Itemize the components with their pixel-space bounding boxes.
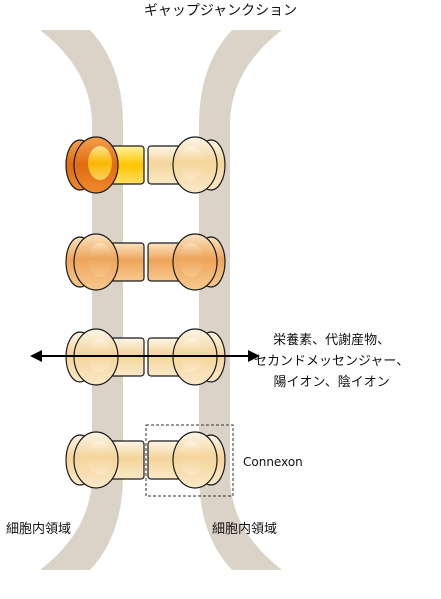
connexon-label: Connexon <box>243 455 303 469</box>
left-membrane <box>40 30 123 570</box>
connexon-right-2 <box>147 233 226 291</box>
connexon-channels <box>65 136 226 489</box>
arrow-head-left <box>30 350 42 362</box>
transport-line-3: 陽イオン、陰イオン <box>273 375 390 390</box>
connexon-right-1 <box>147 136 226 194</box>
intracellular-label-left: 細胞内領域 <box>6 522 72 537</box>
transport-molecules-label: 栄養素、代謝産物、 セカンドメッセンジャー、 陽イオン、陰イオン <box>254 330 409 393</box>
connexon-left-1 <box>65 136 145 194</box>
transport-line-1: 栄養素、代謝産物、 <box>273 333 391 348</box>
connexon-left-2 <box>65 233 145 291</box>
page-title: ギャップジャンクション <box>143 3 298 19</box>
transport-line-2: セカンドメッセンジャー、 <box>254 354 410 369</box>
connexon-highlight-box <box>145 424 234 497</box>
intracellular-label-right: 細胞内領域 <box>212 522 278 537</box>
arrow-head-right <box>248 350 260 362</box>
right-membrane <box>199 30 282 570</box>
connexon-right-4 <box>147 431 226 489</box>
connexon-left-4 <box>65 431 145 489</box>
